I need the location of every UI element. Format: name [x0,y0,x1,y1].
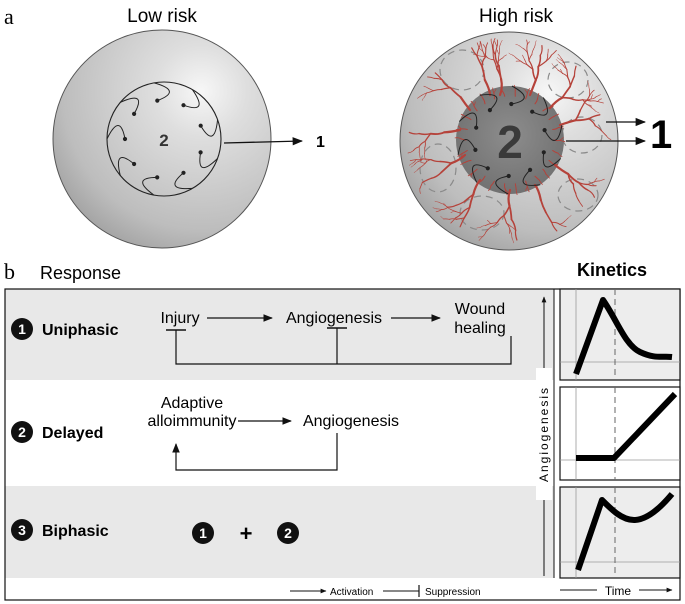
y-axis-label: Angiogenesis [537,386,551,482]
low-risk-title: Low risk [127,6,197,27]
kinetics-x-axis: Time [560,582,673,598]
row-biphasic: 3 Biphasic 1 + 2 [11,519,299,546]
high-risk-outer-label: 1 [650,113,672,157]
x-axis-label: Time [605,584,632,598]
row-uniphasic: 1 Uniphasic Injury Angiogenesis Wound he… [11,301,512,365]
row-1-label: Uniphasic [42,322,119,339]
high-risk-sphere: 2 1 [399,31,672,251]
row-3-label: Biphasic [42,523,109,540]
low-risk-inner-label: 2 [159,131,168,150]
node-alloimmunity: alloimmunity [148,413,237,430]
node-injury: Injury [160,310,199,327]
high-risk-inner-label: 2 [497,116,523,168]
panel-b-letter: b [4,259,15,284]
kinetics-y-axis: Angiogenesis [536,296,552,576]
combo-plus: + [240,521,253,546]
row-2-number: 2 [18,424,26,440]
row-2-label: Delayed [42,425,103,442]
combo-1: 1 [199,525,207,541]
row-1-number: 1 [18,321,26,337]
node-healing: healing [454,320,506,337]
combo-2: 2 [284,525,292,541]
node-angiogenesis-1: Angiogenesis [286,310,382,327]
kinetics-plot-delayed [559,386,681,481]
row-1-background [5,289,554,380]
kinetics-header: Kinetics [577,260,647,280]
panel-a-letter: a [4,4,14,29]
row-3-number: 3 [18,522,26,538]
node-angiogenesis-2: Angiogenesis [303,413,399,430]
node-adaptive: Adaptive [161,395,223,412]
kinetics-plot-biphasic [559,486,681,579]
legend-suppression: Suppression [425,587,481,598]
kinetics-plot-uniphasic [559,288,681,381]
legend-activation: Activation [330,587,373,598]
high-risk-title: High risk [479,6,553,27]
node-wound: Wound [455,301,505,318]
low-risk-sphere: 2 1 [52,29,325,249]
response-header: Response [40,263,121,283]
legend: Activation Suppression [290,585,481,598]
row-delayed: 2 Delayed Adaptive alloimmunity Angiogen… [11,395,399,471]
low-risk-outer-label: 1 [316,134,325,151]
